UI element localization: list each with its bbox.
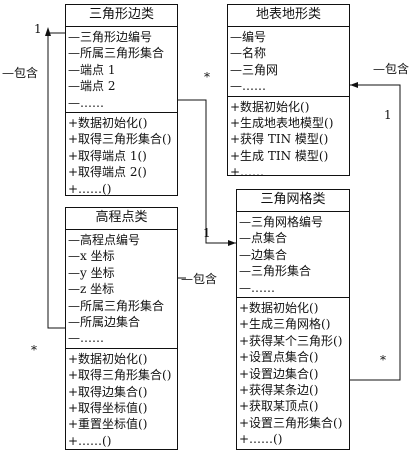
point-class-box: 高程点类 —高程点编号 —x 坐标 —y 坐标 —z 坐标 —所属三角形集合 —… — [65, 207, 178, 450]
attribute-row: —…… — [68, 95, 104, 110]
method-row: +取得边集合() — [68, 384, 148, 399]
attribute-row: —端点 1 — [68, 62, 116, 77]
attribute-row: —三角网格编号 — [239, 215, 324, 229]
method-row: +数据初始化() — [230, 99, 310, 114]
terrain-class-attributes: —编号 —名称 —三角网 —…… — [228, 27, 349, 97]
left-contains-label: —包含 — [2, 66, 39, 80]
method-row: +取得三角形集合() — [68, 368, 172, 383]
method-row: +获取某顶点() — [239, 399, 319, 414]
method-row: +设置边集合() — [239, 366, 319, 381]
terrain-class-methods: +数据初始化() +生成地表地模型() +获得 TIN 模型() +生成 TIN… — [228, 97, 349, 182]
mesh-class-box: 三角网格类 —三角网格编号 —点集合 —边集合 —三角形集合 —…… +数据初始… — [236, 189, 350, 450]
method-row: +取得坐标值() — [68, 401, 148, 416]
method-row: +设置点集合() — [239, 350, 319, 365]
method-row: +……() — [68, 181, 112, 196]
method-row: +数据初始化() — [68, 351, 148, 366]
method-row: +取得三角形集合() — [68, 132, 172, 147]
attribute-row: —所属边集合 — [68, 315, 141, 330]
right-arrowhead — [350, 82, 358, 88]
method-row: +重置坐标值() — [68, 417, 148, 432]
attribute-row: —点集合 — [239, 231, 288, 246]
method-row: +……() — [68, 433, 112, 448]
method-row: +设置三角形集合() — [239, 415, 343, 430]
attribute-row: —边集合 — [239, 247, 288, 262]
method-row: +获得某个三角形() — [239, 333, 343, 348]
point-class-attributes: —高程点编号 —x 坐标 —y 坐标 —z 坐标 —所属三角形集合 —所属边集合… — [66, 230, 177, 349]
left-arrowhead — [45, 27, 51, 36]
attribute-row: —x 坐标 — [68, 249, 115, 264]
attribute-row: —所属三角形集合 — [68, 298, 165, 313]
method-row: +…… — [230, 165, 265, 180]
attribute-row: —…… — [230, 79, 266, 94]
attribute-row: —高程点编号 — [68, 233, 141, 247]
left-multiplicity-one: 1 — [34, 22, 42, 36]
right-multiplicity-one: 1 — [384, 108, 392, 122]
middle-association-line — [178, 99, 236, 244]
attribute-row: —所属三角形集合 — [68, 46, 165, 61]
method-row: +取得端点 2() — [68, 165, 147, 180]
method-row: +生成地表地模型() — [230, 116, 334, 131]
edge-class-box: 三角形边类 —三角形边编号 —所属三角形集合 —端点 1 —端点 2 —…… +… — [65, 4, 178, 196]
attribute-row: —名称 — [230, 46, 267, 61]
method-row: +数据初始化() — [68, 116, 148, 131]
method-row: +生成 TIN 模型() — [230, 148, 329, 163]
terrain-class-box: 地表地形类 —编号 —名称 —三角网 —…… +数据初始化() +生成地表地模型… — [227, 4, 350, 179]
attribute-row: —…… — [68, 331, 104, 346]
point-class-methods: +数据初始化() +取得三角形集合() +取得边集合() +取得坐标值() +重… — [66, 349, 177, 450]
mesh-class-title: 三角网格类 — [237, 190, 349, 212]
attribute-row: —三角形集合 — [239, 264, 312, 279]
attribute-row: —三角形边编号 — [68, 30, 153, 44]
attribute-row: —z 坐标 — [68, 282, 115, 297]
left-multiplicity-many: * — [31, 343, 37, 357]
method-row: +数据初始化() — [239, 301, 319, 316]
attribute-row: —编号 — [230, 30, 267, 44]
middle-multiplicity-many: * — [204, 70, 210, 84]
edge-class-title: 三角形边类 — [66, 5, 177, 27]
attribute-row: —三角网 — [230, 62, 279, 77]
attribute-row: —y 坐标 — [68, 265, 115, 280]
middle-contains-label: —包含 — [181, 272, 218, 286]
edge-class-methods: +数据初始化() +取得三角形集合() +取得端点 1() +取得端点 2() … — [66, 113, 177, 198]
attribute-row: —端点 2 — [68, 79, 116, 94]
point-class-title: 高程点类 — [66, 208, 177, 230]
right-contains-label: —包含 — [373, 62, 410, 76]
method-row: +取得端点 1() — [68, 148, 147, 163]
method-row: +……() — [239, 432, 283, 447]
method-row: +获得某条边() — [239, 383, 319, 398]
method-row: +获得 TIN 模型() — [230, 132, 329, 147]
right-aggregation-line — [350, 84, 401, 381]
edge-class-attributes: —三角形边编号 —所属三角形集合 —端点 1 —端点 2 —…… — [66, 27, 177, 114]
middle-multiplicity-one: 1 — [203, 226, 211, 240]
right-multiplicity-many: * — [380, 353, 386, 367]
middle-arrowhead — [228, 240, 236, 246]
mesh-class-attributes: —三角网格编号 —点集合 —边集合 —三角形集合 —…… — [237, 212, 349, 299]
terrain-class-title: 地表地形类 — [228, 5, 349, 27]
left-aggregation-line — [47, 32, 65, 329]
attribute-row: —…… — [239, 280, 275, 295]
mesh-class-methods: +数据初始化() +生成三角网格() +获得某个三角形() +设置点集合() +… — [237, 298, 349, 449]
method-row: +生成三角网格() — [239, 317, 331, 332]
